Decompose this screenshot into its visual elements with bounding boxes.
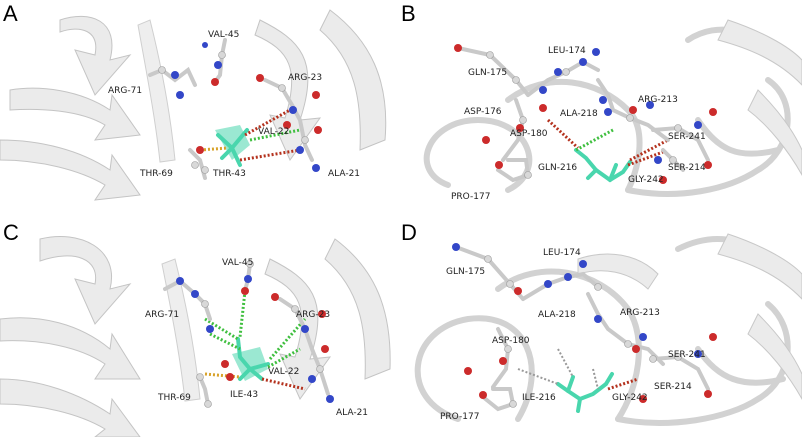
residue-label: SER-214 xyxy=(654,382,692,392)
panel-c-structure: VAL-45 ARG-71 ARG-23 VAL-22 THR-69 ILE-4… xyxy=(0,235,391,437)
residue-label: ILE-43 xyxy=(230,390,258,400)
panel-d: LEU-174 GLN-175 ALA-218 ARG-213 ASP-180 … xyxy=(398,219,802,437)
residue-label: GLN-216 xyxy=(538,163,577,173)
residue-label: ASP-176 xyxy=(464,107,502,117)
residue-label: THR-43 xyxy=(212,169,246,179)
residue-label: ARG-213 xyxy=(638,95,678,105)
beta-sheet-ribbons xyxy=(0,9,387,201)
residue-sticks xyxy=(454,44,717,184)
residue-sticks xyxy=(452,243,717,412)
panel-b: LEU-174 GLN-175 ALA-218 ARG-213 ASP-176 … xyxy=(398,0,802,216)
residue-label: ASP-180 xyxy=(492,336,530,346)
residue-label: ARG-71 xyxy=(145,310,179,320)
residue-label: ARG-71 xyxy=(108,86,142,96)
residue-labels: LEU-174 GLN-175 ALA-218 ARG-213 ASP-180 … xyxy=(440,248,706,422)
residue-label: ALA-21 xyxy=(328,169,360,179)
ligand-gln-216 xyxy=(574,148,632,183)
residue-label: THR-69 xyxy=(157,393,191,403)
loop-ribbons xyxy=(414,236,791,426)
residue-label: PRO-177 xyxy=(440,412,479,422)
beta-sheet-ribbons xyxy=(0,235,391,437)
ligand-thr-43 xyxy=(215,125,250,167)
hbonds xyxy=(546,118,669,167)
residue-label: GLY-242 xyxy=(612,393,648,403)
hbonds xyxy=(204,290,307,391)
residue-label: VAL-45 xyxy=(222,258,253,268)
residue-label: VAL-45 xyxy=(208,30,239,40)
panel-letter: C xyxy=(3,220,19,245)
residue-label: GLN-175 xyxy=(446,267,485,277)
residue-labels: VAL-45 ARG-71 ARG-23 VAL-22 THR-69 ILE-4… xyxy=(145,258,368,418)
residue-label: PRO-177 xyxy=(451,192,490,202)
residue-label: LEU-174 xyxy=(543,248,581,258)
panel-c: VAL-45 ARG-71 ARG-23 VAL-22 THR-69 ILE-4… xyxy=(0,219,395,437)
ligand-ile-216 xyxy=(556,372,614,413)
residue-label: VAL-22 xyxy=(258,127,289,137)
residue-labels: VAL-45 ARG-71 ARG-23 VAL-22 THR-69 THR-4… xyxy=(108,30,360,179)
residue-label: ARG-213 xyxy=(620,308,660,318)
residue-label: ARG-23 xyxy=(288,73,322,83)
residue-sticks xyxy=(163,260,334,408)
residue-label: ASP-180 xyxy=(510,129,548,139)
panel-b-structure: LEU-174 GLN-175 ALA-218 ARG-213 ASP-176 … xyxy=(423,19,802,202)
residue-label: SER-214 xyxy=(668,163,706,173)
residue-label: SER-241 xyxy=(668,350,706,360)
residue-label: ALA-218 xyxy=(538,310,576,320)
sheet-ribbons xyxy=(577,233,802,401)
panel-letter: D xyxy=(401,220,417,245)
residue-label: GLN-175 xyxy=(468,68,507,78)
hbonds xyxy=(517,348,639,391)
residue-label: GLY-242 xyxy=(628,175,664,185)
residue-label: SER-241 xyxy=(668,132,706,142)
residue-label: LEU-174 xyxy=(548,46,586,56)
panel-letter: A xyxy=(3,1,18,26)
residue-label: THR-69 xyxy=(139,169,173,179)
residue-label: ALA-21 xyxy=(336,408,368,418)
panel-letter: B xyxy=(401,1,416,26)
hbonds xyxy=(199,108,301,162)
residue-label: ILE-216 xyxy=(522,393,556,403)
ligand-ile-43 xyxy=(232,337,270,381)
residue-label: VAL-22 xyxy=(268,367,299,377)
residue-label: ALA-218 xyxy=(560,109,598,119)
residue-sticks xyxy=(148,38,322,180)
panel-d-structure: LEU-174 GLN-175 ALA-218 ARG-213 ASP-180 … xyxy=(414,233,802,426)
residue-label: ARG-23 xyxy=(296,310,330,320)
residue-labels: LEU-174 GLN-175 ALA-218 ARG-213 ASP-176 … xyxy=(451,46,706,202)
panel-a-structure: VAL-45 ARG-71 ARG-23 VAL-22 THR-69 THR-4… xyxy=(0,9,387,201)
panel-a: VAL-45 ARG-71 ARG-23 VAL-22 THR-69 THR-4… xyxy=(0,0,395,216)
